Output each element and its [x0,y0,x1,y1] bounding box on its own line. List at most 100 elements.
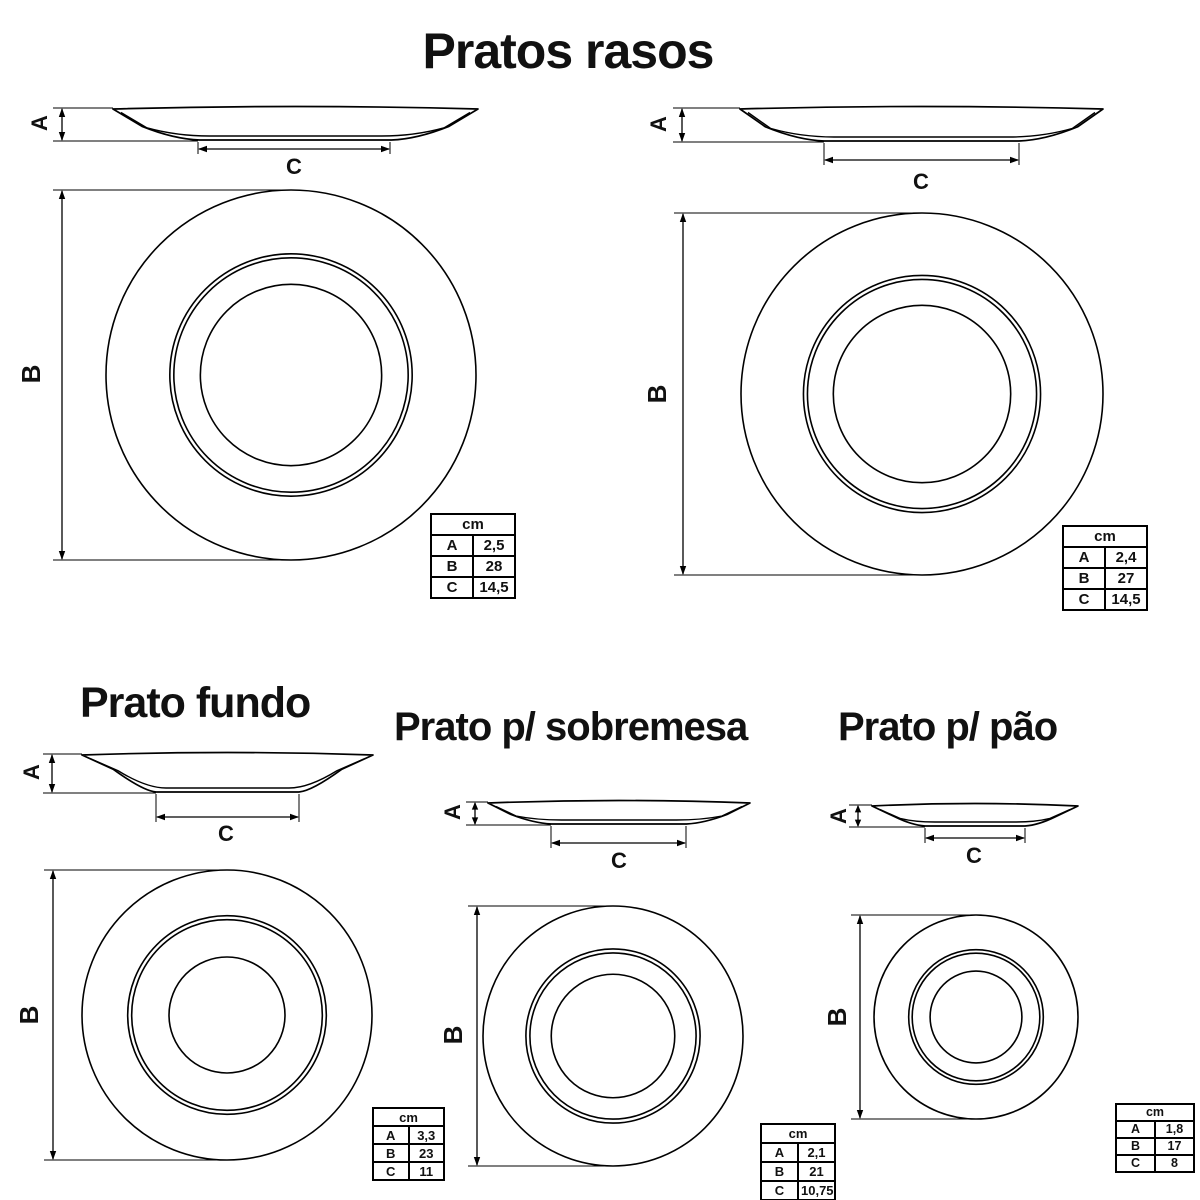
plate-outer-edge-circle [873,914,1079,1120]
plate-group-fundo [43,751,374,1161]
dimension-table-raso-left: cm A 2,5 B 28 C 14,5 [430,513,516,599]
plate-rim-inner-circle [126,914,328,1116]
dimension-arrowhead [678,108,686,117]
diameter-dim-label: B [16,364,46,384]
dimension-arrowhead [290,813,299,821]
plate-well-floor-circle [832,304,1012,484]
height-dim-label: A [19,764,44,780]
dim-key-cell: C [1115,1154,1156,1173]
height-dim-label: A [27,115,52,131]
plate-well-floor-circle [929,970,1023,1064]
dim-key-cell: B [760,1161,799,1182]
plate-well-floor-circle [199,283,383,467]
dim-key-cell: A [1115,1120,1156,1139]
dimension-arrowhead [473,1157,481,1166]
dim-value-cell: 1,8 [1154,1120,1195,1139]
dim-value-cell: 3,3 [407,1125,445,1145]
dimension-arrowhead [58,551,66,560]
dimension-arrowhead [58,190,66,199]
dim-value-cell: 23 [407,1143,445,1163]
dim-key-cell: C [1062,588,1106,611]
dimension-arrowhead [925,834,934,842]
dimension-arrowhead [48,754,56,763]
dimension-arrowhead [49,1151,57,1160]
section-title-prato-pao: Prato p/ pão [838,705,1058,749]
dimension-arrowhead [677,839,686,847]
dim-value-cell: 27 [1104,567,1148,590]
dim-value-cell: 2,4 [1104,546,1148,569]
plate-rim-inner-circle [525,948,701,1124]
plate-outer-edge-circle [740,212,1104,576]
plate-profile-outline [487,799,751,825]
dim-key-cell: C [430,576,474,599]
dim-key-cell: B [430,555,474,578]
plate-group-sobremesa [466,799,751,1167]
plate-well-edge-circle [173,257,409,493]
dimension-arrowhead [381,145,390,153]
base-dim-label: C [286,154,302,179]
dim-value-cell: 2,1 [797,1142,836,1163]
dimension-arrowhead [1016,834,1025,842]
plate-profile-inner-surface [120,111,471,137]
dimension-arrowhead [856,915,864,924]
dimension-arrowhead [678,133,686,142]
plate-well-floor-circle [168,956,286,1074]
plate-outer-edge-circle [482,905,744,1167]
plate-profile-inner-surface [89,757,366,789]
dimension-arrowhead [824,156,833,164]
dimension-arrowhead [1010,156,1019,164]
section-title-prato-sobremesa: Prato p/ sobremesa [394,705,748,749]
plate-profile-inner-surface [747,111,1096,138]
dim-value-cell: 28 [472,555,516,578]
diameter-dim-label: B [822,1007,852,1027]
plate-profile-inner-surface [495,805,743,821]
dimension-arrowhead [48,784,56,793]
dimension-table-sobremesa: cm A 2,1 B 21 C 10,75 [760,1123,836,1200]
plate-rim-inner-circle [169,253,413,497]
dim-value-cell: 14,5 [472,576,516,599]
dimension-table-pao: cm A 1,8 B 17 C 8 [1115,1103,1195,1173]
plate-group-pao [849,802,1079,1120]
plate-well-edge-circle [911,952,1041,1082]
plate-well-edge-circle [529,952,697,1120]
plate-well-floor-circle [550,973,676,1099]
diameter-dim-label: B [642,384,672,404]
plate-group-raso-right [673,105,1104,576]
dim-value-cell: 14,5 [1104,588,1148,611]
base-dim-label: C [218,821,234,846]
dim-value-cell: 10,75 [797,1180,836,1200]
dim-key-cell: B [372,1143,410,1163]
plate-profile-outline [871,802,1079,827]
dimension-table-raso-right: cm A 2,4 B 27 C 14,5 [1062,525,1148,611]
dimension-arrowhead [551,839,560,847]
unit-header-cell: cm [1115,1103,1195,1122]
base-dim-label: C [966,843,982,868]
height-dim-label: A [826,808,851,824]
dimension-arrowhead [471,802,479,810]
dimension-arrowhead [156,813,165,821]
plate-well-edge-circle [130,918,324,1112]
dimension-arrowhead [679,213,687,222]
base-dim-label: C [913,169,929,194]
height-dim-label: A [646,116,671,132]
dim-key-cell: B [1115,1137,1156,1156]
dim-key-cell: C [372,1161,410,1181]
dimension-table-fundo: cm A 3,3 B 23 C 11 [372,1107,445,1181]
plate-rim-inner-circle [802,274,1042,514]
dim-value-cell: 21 [797,1161,836,1182]
dim-key-cell: A [1062,546,1106,569]
dim-key-cell: A [372,1125,410,1145]
dim-key-cell: A [760,1142,799,1163]
dim-value-cell: 8 [1154,1154,1195,1173]
dimension-arrowhead [58,132,66,141]
dimension-arrowhead [473,906,481,915]
plate-profile-inner-surface [879,808,1071,823]
dim-key-cell: C [760,1180,799,1200]
plate-outer-edge-circle [105,189,477,561]
height-dim-label: A [440,804,465,820]
dimension-arrowhead [471,817,479,825]
unit-header-cell: cm [1062,525,1148,548]
dim-key-cell: A [430,534,474,557]
dimension-arrowhead [198,145,207,153]
